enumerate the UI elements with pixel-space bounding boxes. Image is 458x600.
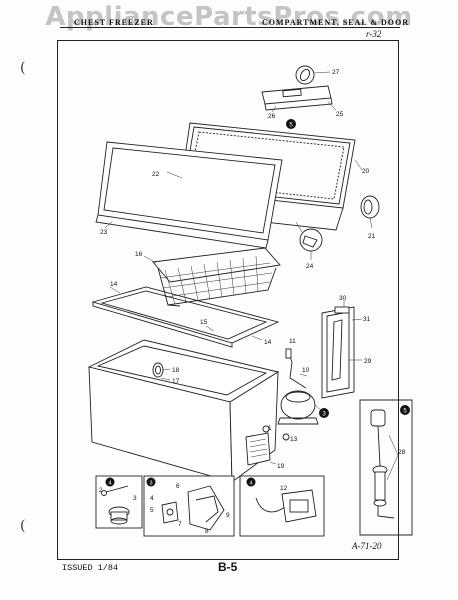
callout-14a: 14 <box>110 281 118 288</box>
callout-22: 22 <box>152 171 160 178</box>
ref4-label: 4 <box>108 481 111 487</box>
reference-circle-icon: 5 <box>400 405 410 415</box>
callout-17: 17 <box>172 378 180 385</box>
reference-circle-icon: 4 <box>246 477 256 487</box>
wire-basket-part <box>143 247 281 307</box>
drier-tube-part <box>285 348 308 389</box>
hinge-cover-part <box>261 65 337 113</box>
callout-20: 20 <box>362 168 370 175</box>
inset-4-panel <box>95 475 143 529</box>
callout-31: 31 <box>363 316 371 323</box>
breaker-frame-part <box>91 286 280 348</box>
callout-24: 24 <box>306 263 314 270</box>
callout-12: 12 <box>280 485 288 492</box>
callout-28: 28 <box>398 449 406 456</box>
ref3b-label: 3 <box>149 481 152 487</box>
page-number: B-5 <box>218 560 238 574</box>
callout-29: 29 <box>364 358 372 365</box>
relay-box-part <box>245 425 290 466</box>
door-handle-part <box>360 195 380 229</box>
lock-part <box>295 221 323 260</box>
callout-2: 2 <box>99 487 103 494</box>
issued-date: ISSUED 1/84 <box>62 563 119 573</box>
drawing-number: A-71-20 <box>352 541 382 551</box>
door-panel-part <box>95 141 283 249</box>
callout-26: 26 <box>268 113 276 120</box>
callout-5: 5 <box>150 507 154 514</box>
thermostat-knob-inset <box>359 399 413 536</box>
header-right-title: COMPARTMENT, SEAL & DOOR <box>262 18 409 27</box>
ref5b-label: 5 <box>403 409 407 415</box>
ref4b-label: 4 <box>249 481 252 487</box>
bracket-icon: ( <box>20 60 26 76</box>
callout-30: 30 <box>339 295 347 302</box>
reference-circle-icon: 5 <box>286 119 296 129</box>
inset-3-panel <box>143 475 235 537</box>
callout-18: 18 <box>172 367 180 374</box>
callout-4: 4 <box>150 495 154 502</box>
ref5-label: 5 <box>289 123 293 129</box>
callout-16: 16 <box>135 251 143 258</box>
thermostat-part <box>321 300 363 399</box>
header-left-title: CHEST FREEZER <box>74 18 154 27</box>
callout-27: 27 <box>332 69 340 76</box>
reference-circle-icon: 4 <box>105 477 115 487</box>
callout-14b: 14 <box>264 339 272 346</box>
reference-circle-icon: 3 <box>319 408 329 418</box>
callout-7: 7 <box>178 521 182 528</box>
callout-10: 10 <box>302 367 310 374</box>
bracket-icon: ( <box>20 518 26 534</box>
compressor-part <box>277 390 325 425</box>
callout-21: 21 <box>368 233 376 240</box>
callout-23: 23 <box>100 229 108 236</box>
page-reference: r-32 <box>366 29 382 39</box>
ref3-label: 3 <box>322 412 326 418</box>
header-rule <box>60 27 400 28</box>
callout-3: 3 <box>133 495 137 502</box>
callout-1: 1 <box>268 425 272 432</box>
callout-25: 25 <box>336 111 344 118</box>
callout-9: 9 <box>226 512 230 519</box>
diagram-frame <box>57 40 399 560</box>
callout-8: 8 <box>205 528 209 535</box>
callout-15: 15 <box>200 319 208 326</box>
reference-circle-icon: 3 <box>146 477 156 487</box>
callout-19: 19 <box>277 463 285 470</box>
callout-11: 11 <box>289 338 296 345</box>
callout-13: 13 <box>290 436 298 443</box>
callout-6: 6 <box>176 483 180 490</box>
inset-4-relay-panel <box>239 475 325 537</box>
